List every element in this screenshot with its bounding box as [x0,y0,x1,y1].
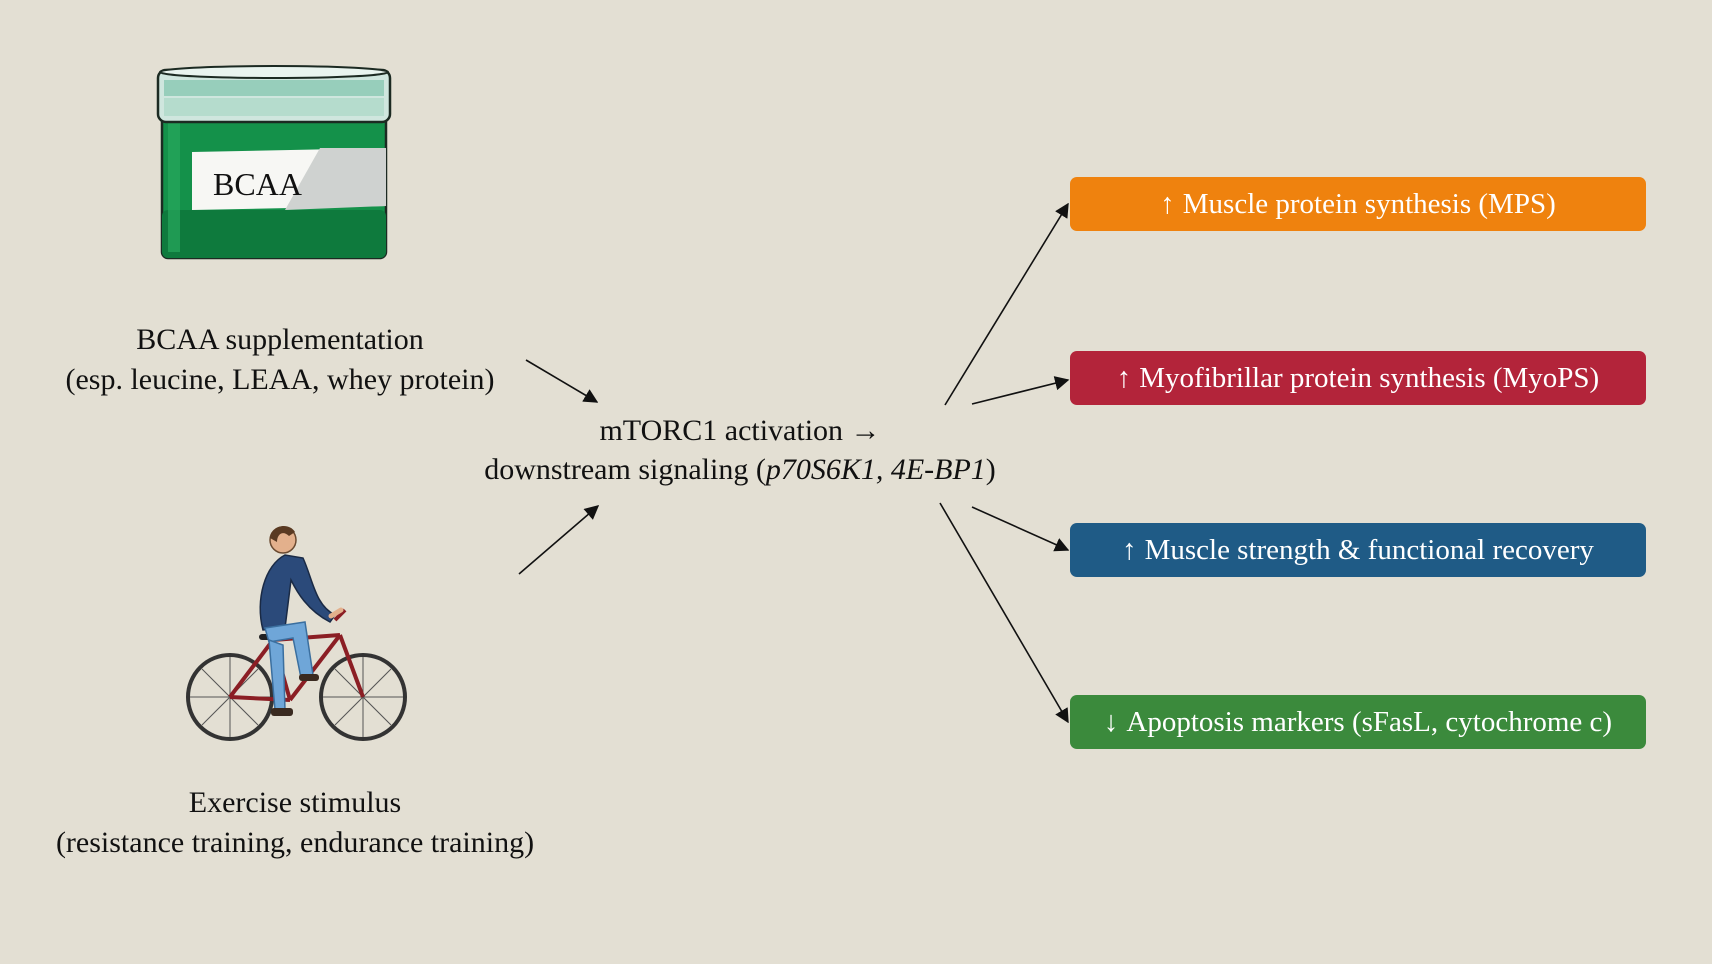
outcome-myops: ↑ Myofibrillar protein synthesis (MyoPS) [1070,351,1646,405]
exercise-caption: Exercise stimulus (resistance training, … [20,783,570,863]
outcome-label: Apoptosis markers (sFasL, cytochrome c) [1126,705,1613,738]
outcome-apoptosis: ↓ Apoptosis markers (sFasL, cytochrome c… [1070,695,1646,749]
arrow-to-strength [971,506,1070,552]
up-arrow-icon: ↑ [1122,533,1137,566]
outcome-label: Myofibrillar protein synthesis (MyoPS) [1139,361,1600,394]
supplement-detail: (esp. leucine, LEAA, whey protein) [65,363,495,396]
arrow-to-myops [971,376,1070,405]
outcome-label: Muscle protein synthesis (MPS) [1182,187,1556,220]
mechanism-line-2: downstream signaling (p70S6K1, 4E-BP1) [420,450,1060,490]
arrow-to-apoptosis [939,502,1069,724]
mechanism-line-1: mTORC1 activation → [599,414,881,447]
arrow-to-mps [944,202,1069,406]
mechanism-suffix: ) [985,453,996,486]
mechanism-prefix: downstream signaling ( [484,453,766,486]
supplement-caption: BCAA supplementation (esp. leucine, LEAA… [30,320,530,400]
mechanism-markers: p70S6K1, 4E-BP1 [765,453,986,486]
down-arrow-icon: ↓ [1103,705,1119,738]
outcome-label: Muscle strength & functional recovery [1144,533,1594,566]
exercise-detail: (resistance training, endurance training… [55,826,535,859]
outcome-mps: ↑ Muscle protein synthesis (MPS) [1070,177,1646,231]
bcaa-jar-icon [156,65,392,260]
cyclist-icon [186,526,407,741]
outcome-strength: ↑ Muscle strength & functional recovery [1070,523,1646,577]
arrow-supplement-to-mtor [525,359,599,403]
jar-label: BCAA [213,166,302,202]
up-arrow-icon: ↑ [1116,361,1132,394]
exercise-title: Exercise stimulus [188,786,402,819]
up-arrow-icon: ↑ [1160,187,1175,220]
arrow-exercise-to-mtor [518,505,600,575]
supplement-title: BCAA supplementation [136,323,424,356]
